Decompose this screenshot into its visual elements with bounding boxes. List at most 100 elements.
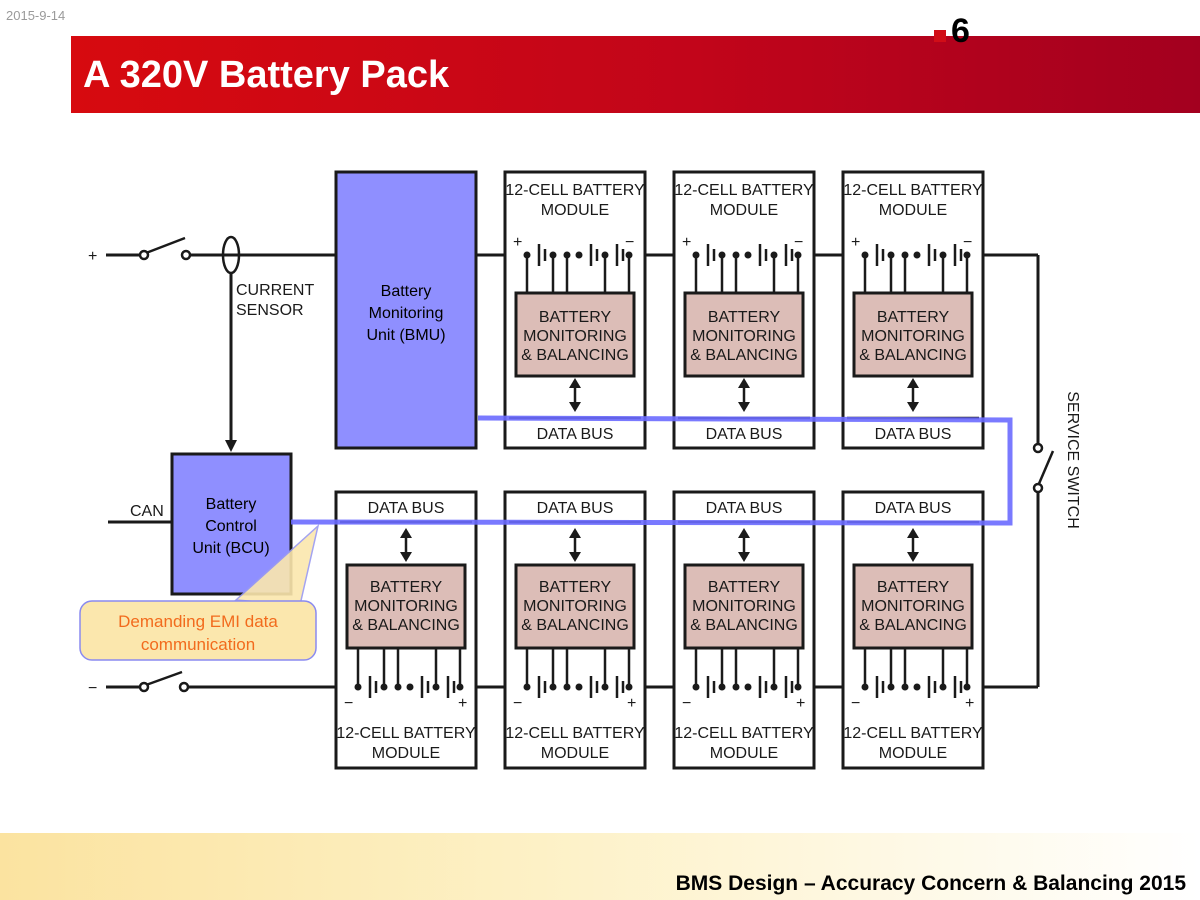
monitor-label-3: & BALANCING: [521, 347, 629, 364]
data-bus-label: DATA BUS: [875, 426, 952, 443]
monitor-label-1: BATTERY: [877, 309, 950, 326]
bus-arrow-down: [569, 552, 581, 562]
monitor-label-2: MONITORING: [354, 598, 458, 615]
cell-string: [523, 676, 633, 698]
page-marker-square: [934, 30, 946, 42]
module-plus-sign: +: [851, 234, 860, 251]
monitor-label-1: BATTERY: [539, 309, 612, 326]
main-negative-switch: [138, 670, 190, 693]
bmu-box: [334, 170, 478, 450]
can-label: CAN: [130, 503, 164, 520]
monitor-box: [852, 563, 974, 650]
service-switch-label: SERVICE SWITCH: [1064, 391, 1081, 529]
module-label-2: MODULE: [541, 202, 609, 219]
monitor-label-2: MONITORING: [523, 598, 627, 615]
footer-text: BMS Design – Accuracy Concern & Balancin…: [675, 872, 1186, 895]
data-bus-label: DATA BUS: [875, 500, 952, 517]
data-bus-label: DATA BUS: [706, 500, 783, 517]
monitor-label-3: & BALANCING: [690, 347, 798, 364]
module-plus-sign: +: [458, 695, 467, 712]
bus-arrow-down: [907, 552, 919, 562]
monitor-box: [683, 563, 805, 650]
monitor-label-1: BATTERY: [370, 579, 443, 596]
module-minus-sign: −: [625, 234, 634, 251]
bus-arrow-up: [738, 378, 750, 388]
module-label-2: MODULE: [710, 202, 778, 219]
cell-string: [354, 676, 464, 698]
callout-line-1: Demanding EMI data: [118, 612, 278, 631]
monitor-label-1: BATTERY: [539, 579, 612, 596]
module-minus-sign: −: [682, 695, 691, 712]
bmu-label-2: Monitoring: [369, 305, 444, 322]
service-switch: [1032, 442, 1055, 494]
module-label-1: 12-CELL BATTERY: [505, 182, 645, 199]
module-minus-sign: −: [794, 234, 803, 251]
module-plus-sign: +: [682, 234, 691, 251]
callout-box: [79, 600, 317, 661]
negative-terminal-sign: −: [88, 680, 97, 697]
bus-arrow-down: [907, 402, 919, 412]
bus-arrow-up: [569, 378, 581, 388]
data-bus-label: DATA BUS: [537, 426, 614, 443]
data-bus-label: DATA BUS: [706, 426, 783, 443]
cell-taps: [525, 255, 631, 293]
monitor-box: [514, 291, 636, 378]
sensor-arrowhead: [225, 440, 237, 452]
monitor-label-3: & BALANCING: [352, 617, 460, 634]
module-plus-sign: +: [627, 695, 636, 712]
module-label-1: 12-CELL BATTERY: [843, 725, 983, 742]
monitor-label-2: MONITORING: [692, 328, 796, 345]
bcu-label-3: Unit (BCU): [192, 540, 269, 557]
module-label-2: MODULE: [710, 745, 778, 762]
module-label-2: MODULE: [541, 745, 609, 762]
module-plus-sign: +: [965, 695, 974, 712]
monitor-label-1: BATTERY: [708, 579, 781, 596]
module-label-1: 12-CELL BATTERY: [674, 182, 814, 199]
bus-arrow-up: [907, 528, 919, 538]
monitor-label-3: & BALANCING: [859, 347, 967, 364]
bus-arrow-up: [907, 378, 919, 388]
bus-arrow-down: [738, 552, 750, 562]
module-plus-sign: +: [513, 234, 522, 251]
module-plus-sign: +: [796, 695, 805, 712]
bcu-label-1: Battery: [206, 496, 257, 513]
monitor-box: [345, 563, 467, 650]
title-bar: A 320V Battery Pack: [71, 36, 1200, 113]
bmu-label-3: Unit (BMU): [366, 327, 445, 344]
bus-arrow-up: [569, 528, 581, 538]
monitor-label-2: MONITORING: [523, 328, 627, 345]
module-label-1: 12-CELL BATTERY: [843, 182, 983, 199]
module-label-2: MODULE: [372, 745, 440, 762]
module-label-1: 12-CELL BATTERY: [505, 725, 645, 742]
bus-arrow-down: [400, 552, 412, 562]
bus-arrow-down: [569, 402, 581, 412]
monitor-label-2: MONITORING: [692, 598, 796, 615]
cell-taps: [694, 648, 800, 687]
monitor-label-2: MONITORING: [861, 328, 965, 345]
battery-module-top-3: 12-CELL BATTERYMODULE+−BATTERYMONITORING…: [841, 170, 985, 450]
bus-arrow-down: [738, 402, 750, 412]
callout-text: Demanding EMI data communication: [82, 610, 314, 656]
bcu-data-bus-highlight: [290, 519, 1011, 526]
date-label: 2015-9-14: [6, 8, 66, 23]
module-minus-sign: −: [513, 695, 522, 712]
bus-arrow-up: [400, 528, 412, 538]
cell-string: [523, 244, 633, 266]
cell-string: [692, 244, 802, 266]
positive-terminal-sign: +: [88, 248, 97, 265]
monitor-box: [683, 291, 805, 378]
bcu-label-2: Control: [205, 518, 257, 535]
module-minus-sign: −: [851, 695, 860, 712]
module-minus-sign: −: [963, 234, 972, 251]
monitor-label-1: BATTERY: [708, 309, 781, 326]
data-bus-label: DATA BUS: [537, 500, 614, 517]
current-sensor-ring: [221, 235, 241, 275]
monitor-label-3: & BALANCING: [690, 617, 798, 634]
battery-module-top-2: 12-CELL BATTERY MODULE + − BATTERY MONITORING…: [672, 170, 816, 450]
cell-string: [861, 676, 971, 698]
cell-taps: [525, 648, 631, 687]
bus-arrow-up: [738, 528, 750, 538]
